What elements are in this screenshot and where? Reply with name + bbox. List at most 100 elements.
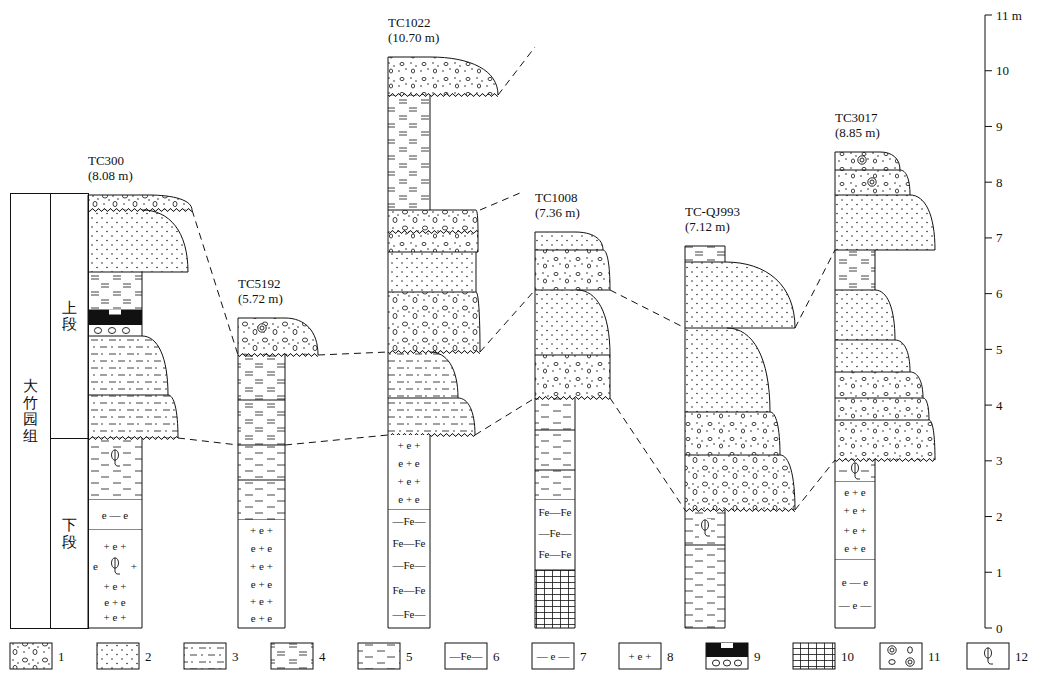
layer-edge bbox=[880, 152, 900, 170]
layer-edge bbox=[388, 628, 430, 629]
legend-sample bbox=[619, 643, 661, 669]
scale-label: 5 bbox=[996, 343, 1003, 356]
lithology-glyph: Fe—Fe bbox=[393, 585, 426, 596]
label-text: + e + bbox=[104, 581, 127, 592]
correlation-line bbox=[610, 290, 685, 328]
label-text: — e — bbox=[537, 651, 569, 662]
lithology-layer bbox=[388, 95, 430, 210]
label-text: e + e bbox=[844, 487, 865, 498]
scale-label: 4 bbox=[996, 399, 1003, 412]
axis-tick bbox=[985, 182, 992, 183]
layer-edge bbox=[875, 460, 876, 482]
lithology-glyph: Fe—Fe bbox=[539, 549, 572, 560]
gravel-symbol bbox=[868, 178, 876, 186]
lithology-glyph: + e + bbox=[250, 525, 273, 536]
lithology-layer bbox=[535, 470, 575, 500]
axis-tick bbox=[985, 349, 992, 350]
layer-edge bbox=[88, 195, 148, 196]
layer-edge bbox=[430, 435, 431, 510]
label-text: + e + bbox=[104, 612, 127, 623]
coal-notch bbox=[721, 643, 733, 648]
lithology-layer bbox=[535, 290, 610, 355]
lithology-layer bbox=[388, 510, 430, 628]
layer-edge bbox=[610, 355, 611, 398]
layer-edge bbox=[535, 628, 575, 629]
legend-number: 11 bbox=[928, 650, 941, 663]
plant-fossil bbox=[115, 558, 120, 574]
section-column: TC1008(7.36 m) bbox=[535, 190, 612, 628]
stratum-cell: 上段 bbox=[50, 193, 89, 439]
layer-edge bbox=[478, 232, 479, 252]
layer-edge bbox=[142, 438, 143, 500]
label-text: e bbox=[93, 561, 98, 572]
section-title: (7.36 m) bbox=[535, 205, 612, 220]
legend-number: 7 bbox=[580, 650, 587, 663]
layer-edge bbox=[575, 500, 576, 570]
scale-label: 8 bbox=[996, 176, 1003, 189]
lithology-layer bbox=[88, 395, 178, 438]
lithology-glyph: e + e bbox=[251, 543, 272, 554]
legend-number: 12 bbox=[1015, 650, 1028, 663]
lithology-glyph: + bbox=[131, 561, 137, 572]
stratum-cell: 大竹园组 bbox=[10, 193, 51, 629]
legend-sample bbox=[358, 643, 400, 669]
lithology-layer bbox=[88, 500, 142, 530]
correlation-line bbox=[318, 352, 388, 355]
lithology-layer bbox=[388, 292, 480, 352]
layer-edge bbox=[142, 500, 143, 530]
lithology-layer bbox=[388, 57, 498, 95]
scale-axis bbox=[985, 15, 992, 628]
lithology-layer bbox=[88, 336, 168, 395]
pebble bbox=[908, 647, 913, 653]
lithology-column bbox=[88, 195, 192, 628]
symbol-backdrop bbox=[849, 462, 861, 481]
layer-edge bbox=[285, 480, 286, 520]
label-text: 5 bbox=[996, 343, 1003, 356]
label-text: e + e bbox=[104, 597, 125, 608]
section-title: TC1022 bbox=[388, 15, 500, 30]
layer-edge bbox=[535, 232, 575, 233]
lithology-layer bbox=[535, 232, 603, 250]
lithology-glyph: + e + bbox=[104, 581, 127, 592]
lithology-layer bbox=[835, 290, 895, 340]
legend-sample bbox=[10, 643, 52, 669]
axis-tick bbox=[985, 572, 992, 573]
gravel-symbol bbox=[858, 156, 866, 164]
layer-edge bbox=[923, 398, 929, 420]
label-text: 0 bbox=[996, 622, 1003, 635]
correlation-stub bbox=[480, 193, 520, 210]
layer-edge bbox=[727, 328, 770, 412]
lithology-layer bbox=[535, 570, 575, 628]
stratum-cell: 下段 bbox=[50, 438, 89, 629]
legend-item: 1 bbox=[58, 650, 65, 663]
lithology-layer bbox=[685, 412, 780, 455]
label-text: + e + bbox=[250, 561, 273, 572]
layer-edge bbox=[458, 398, 475, 435]
legend-item: 4 bbox=[319, 650, 326, 663]
legend-sample bbox=[271, 643, 313, 669]
label-text: —Fe— bbox=[393, 560, 426, 571]
lithology-glyph: + e + bbox=[250, 596, 273, 607]
layer-edge bbox=[148, 195, 192, 210]
lithology-glyph: e + e bbox=[398, 494, 419, 505]
lithology-layer bbox=[685, 246, 725, 262]
lithology-glyph: Fe—Fe bbox=[539, 507, 572, 518]
legend-item: 10 bbox=[841, 650, 854, 663]
layer-edge bbox=[430, 95, 431, 210]
lithology-layer bbox=[535, 430, 575, 470]
scale-label: 11 m bbox=[996, 9, 1022, 22]
label-text: —Fe— bbox=[450, 651, 483, 662]
lithology-glyph: e + e bbox=[104, 597, 125, 608]
label-text: 6 bbox=[996, 287, 1003, 300]
lithology-layer bbox=[88, 310, 142, 325]
lithology-layer bbox=[685, 262, 795, 328]
lithology-layer bbox=[685, 455, 795, 510]
lithology-layer bbox=[535, 500, 575, 570]
axis-tick bbox=[985, 237, 992, 238]
layer-edge bbox=[875, 482, 876, 560]
section-column: TC1022(10.70 m) bbox=[388, 15, 500, 628]
section-column: TC300(8.08 m) bbox=[88, 153, 194, 628]
legend-number: 1 bbox=[58, 650, 65, 663]
legend-number: 9 bbox=[754, 650, 761, 663]
